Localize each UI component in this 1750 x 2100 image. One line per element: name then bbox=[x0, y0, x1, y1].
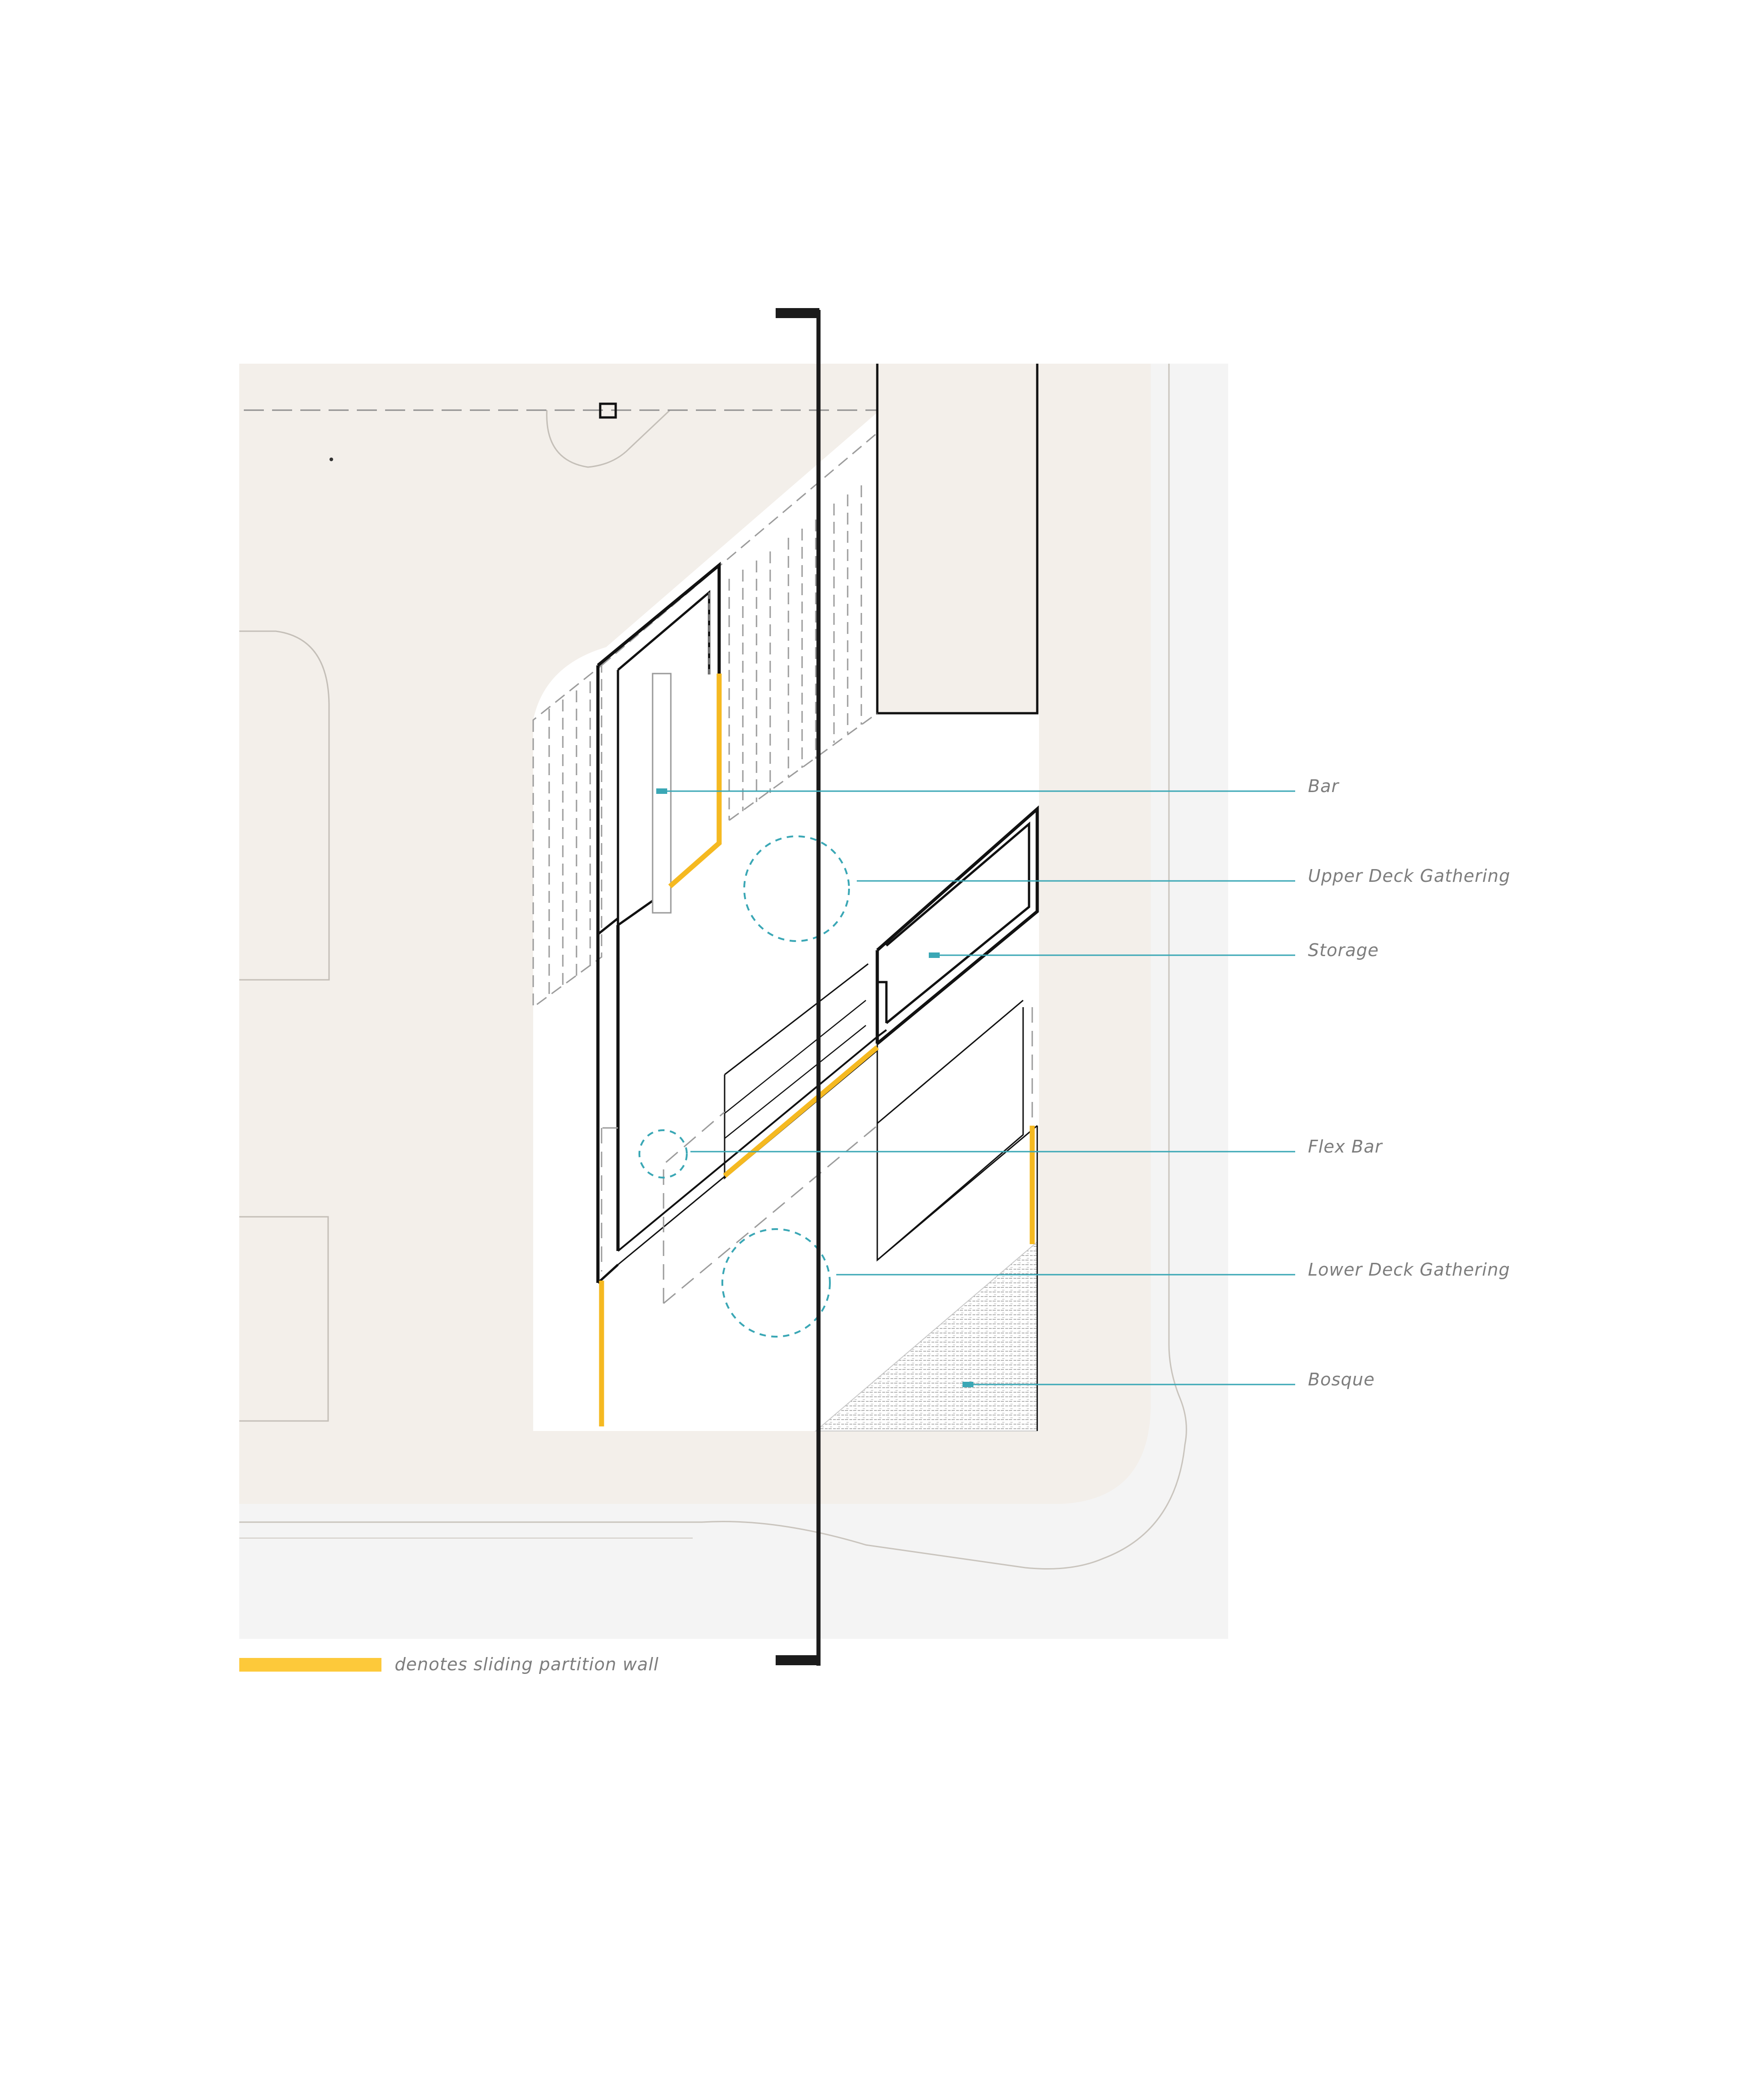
neighbour-building-1 bbox=[239, 630, 330, 981]
label-bar: Bar bbox=[1308, 776, 1339, 796]
legend-text: denotes sliding partition wall bbox=[395, 1654, 659, 1674]
lower-deck-circle bbox=[721, 1228, 831, 1338]
survey-dot bbox=[329, 458, 333, 461]
bar-callout-marker bbox=[656, 788, 667, 794]
property-arc bbox=[546, 409, 671, 468]
upper-deck-circle bbox=[743, 835, 850, 942]
label-upper-deck-gathering: Upper Deck Gathering bbox=[1308, 866, 1510, 886]
flex-bar-circle bbox=[638, 1129, 688, 1179]
label-flex-bar: Flex Bar bbox=[1308, 1137, 1383, 1157]
dashed-outlines bbox=[601, 1007, 1033, 1304]
bosque-callout-marker bbox=[962, 1382, 973, 1387]
neighbour-building-2 bbox=[239, 1216, 329, 1422]
section-cut-line bbox=[776, 308, 821, 1666]
survey-marker bbox=[599, 402, 617, 419]
callout-leaders bbox=[656, 788, 1295, 1387]
sliding-partitions bbox=[599, 674, 1035, 1426]
gathering-circles bbox=[638, 835, 850, 1338]
existing-building bbox=[876, 364, 1039, 715]
curb-line bbox=[239, 364, 1187, 1570]
label-bosque: Bosque bbox=[1308, 1369, 1375, 1390]
storage-callout-marker bbox=[929, 952, 940, 958]
label-lower-deck-gathering: Lower Deck Gathering bbox=[1308, 1260, 1510, 1280]
legend-swatch bbox=[239, 1658, 381, 1672]
label-storage: Storage bbox=[1308, 940, 1379, 960]
parking-stalls bbox=[532, 432, 878, 1009]
site-footprint bbox=[533, 412, 1039, 1431]
